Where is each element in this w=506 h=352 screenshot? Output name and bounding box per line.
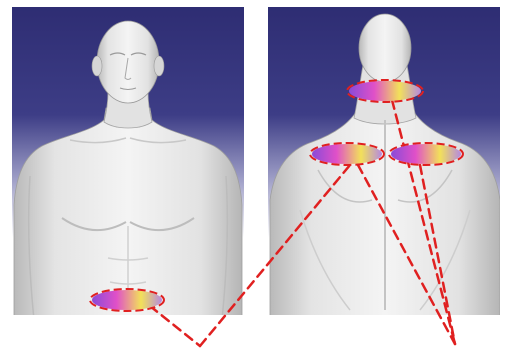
front-head [97,21,159,103]
back-view-panel [268,7,500,320]
front-view-panel [12,7,244,320]
front-right-ear [154,56,164,76]
front-left-ear [92,56,102,76]
region-neck-fill [349,81,421,101]
region-right-shoulder-fill [391,144,461,164]
back-head [359,14,411,82]
region-abdomen-fill [92,290,162,310]
region-left-shoulder-fill [312,144,382,164]
